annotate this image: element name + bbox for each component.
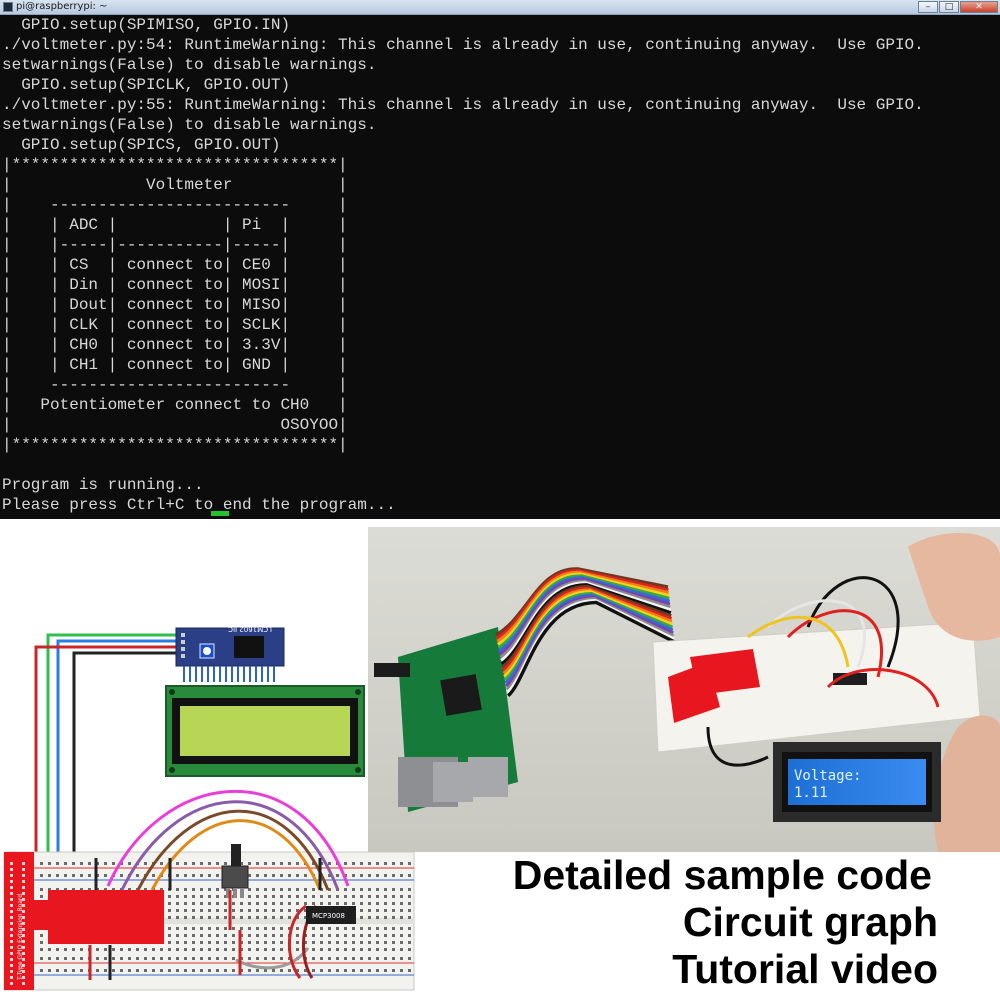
potentiometer xyxy=(221,844,249,898)
feature-sample-code: Detailed sample code xyxy=(512,852,932,898)
circuit-diagram: LCM1602 IIC xyxy=(0,600,420,1000)
terminal-line: | | CH1 | connect to| GND | | xyxy=(2,356,348,374)
terminal-line xyxy=(2,455,924,475)
photo-lcd-line1: Voltage: xyxy=(794,768,861,784)
terminal-line: | | Din | connect to| MOSI| | xyxy=(2,276,348,294)
terminal-window: pi@raspberrypi: ~ – □ ✕ GPIO.setup(SPIMI… xyxy=(0,0,1000,519)
i2c-module: LCM1602 IIC xyxy=(175,625,285,682)
terminal-line: Program is running... xyxy=(2,476,204,494)
ribbon-cable xyxy=(495,567,675,698)
minimize-button[interactable]: – xyxy=(918,1,938,13)
terminal-line: | | CS | connect to| CE0 | | xyxy=(2,256,348,274)
terminal-line: setwarnings(False) to disable warnings. xyxy=(2,56,377,74)
hand-bottom xyxy=(934,715,1000,852)
maximize-button[interactable]: □ xyxy=(939,1,959,13)
terminal-line: | Voltmeter | xyxy=(2,176,348,194)
feature-list: Detailed sample code Circuit graph Tutor… xyxy=(378,852,938,993)
window-controls: – □ ✕ xyxy=(918,1,998,13)
photo-lcd: Voltage: 1.11 xyxy=(773,742,941,822)
terminal-line: | Potentiometer connect to CH0 | xyxy=(2,396,348,414)
terminal-line: setwarnings(False) to disable warnings. xyxy=(2,116,377,134)
terminal-line: | OSOYOO| xyxy=(2,416,348,434)
terminal-line: | ------------------------- | xyxy=(2,196,348,214)
wire-red xyxy=(34,645,178,930)
terminal-app-icon xyxy=(3,2,13,12)
wire-magenta xyxy=(106,789,350,887)
close-button[interactable]: ✕ xyxy=(960,1,998,13)
lcd-module-label: LCM1602 IIC xyxy=(228,625,272,633)
terminal-line: |**********************************| xyxy=(2,156,348,174)
terminal-line: GPIO.setup(SPIMISO, GPIO.IN) xyxy=(2,16,291,34)
wire-black xyxy=(72,651,178,900)
wire-green xyxy=(46,633,178,930)
terminal-line: GPIO.setup(SPICS, GPIO.OUT) xyxy=(2,136,281,154)
gpio-extension-board: T-Type GPIO Extension Board xyxy=(4,852,164,990)
feature-tutorial-video: Tutorial video xyxy=(672,946,938,992)
circuit-photo: Voltage: 1.11 xyxy=(368,527,1000,852)
extension-board-label: T-Type GPIO Extension Board xyxy=(17,894,24,981)
terminal-line: | ------------------------- | xyxy=(2,376,348,394)
wire-purple xyxy=(120,800,340,891)
chip-label: MCP3008 xyxy=(312,912,345,920)
terminal-line: |**********************************| xyxy=(2,436,348,454)
terminal-line: | | ADC | | Pi | | xyxy=(2,216,348,234)
terminal-line: ./voltmeter.py:54: RuntimeWarning: This … xyxy=(2,36,924,54)
wire-brown xyxy=(136,809,330,891)
terminal-line: | |-----|-----------|-----| | xyxy=(2,236,348,254)
window-titlebar: pi@raspberrypi: ~ – □ ✕ xyxy=(0,0,1000,15)
terminal-line: | | CLK | connect to| SCLK| | xyxy=(2,316,348,334)
feature-circuit-graph: Circuit graph xyxy=(682,899,938,945)
raspberry-pi-board xyxy=(374,627,518,812)
terminal-output[interactable]: GPIO.setup(SPIMISO, GPIO.IN) ./voltmeter.… xyxy=(2,15,924,515)
wire-orange xyxy=(150,819,322,891)
terminal-line: GPIO.setup(SPICLK, GPIO.OUT) xyxy=(2,76,291,94)
terminal-line: | | CH0 | connect to| 3.3V| | xyxy=(2,336,348,354)
terminal-cursor xyxy=(211,511,229,516)
wire-gray xyxy=(235,947,310,970)
terminal-line: Please press Ctrl+C to end the program..… xyxy=(2,496,396,514)
wire-blue xyxy=(56,639,178,930)
lcd-1602-display xyxy=(165,685,365,777)
terminal-line: ./voltmeter.py:55: RuntimeWarning: This … xyxy=(2,96,924,114)
photo-lcd-line2: 1.11 xyxy=(794,785,828,801)
mcp3008-chip: MCP3008 xyxy=(306,906,356,924)
window-title: pi@raspberrypi: ~ xyxy=(16,1,108,12)
hand-top xyxy=(908,533,1000,641)
terminal-line: | | Dout| connect to| MISO| | xyxy=(2,296,348,314)
photo-breadboard xyxy=(652,621,981,753)
